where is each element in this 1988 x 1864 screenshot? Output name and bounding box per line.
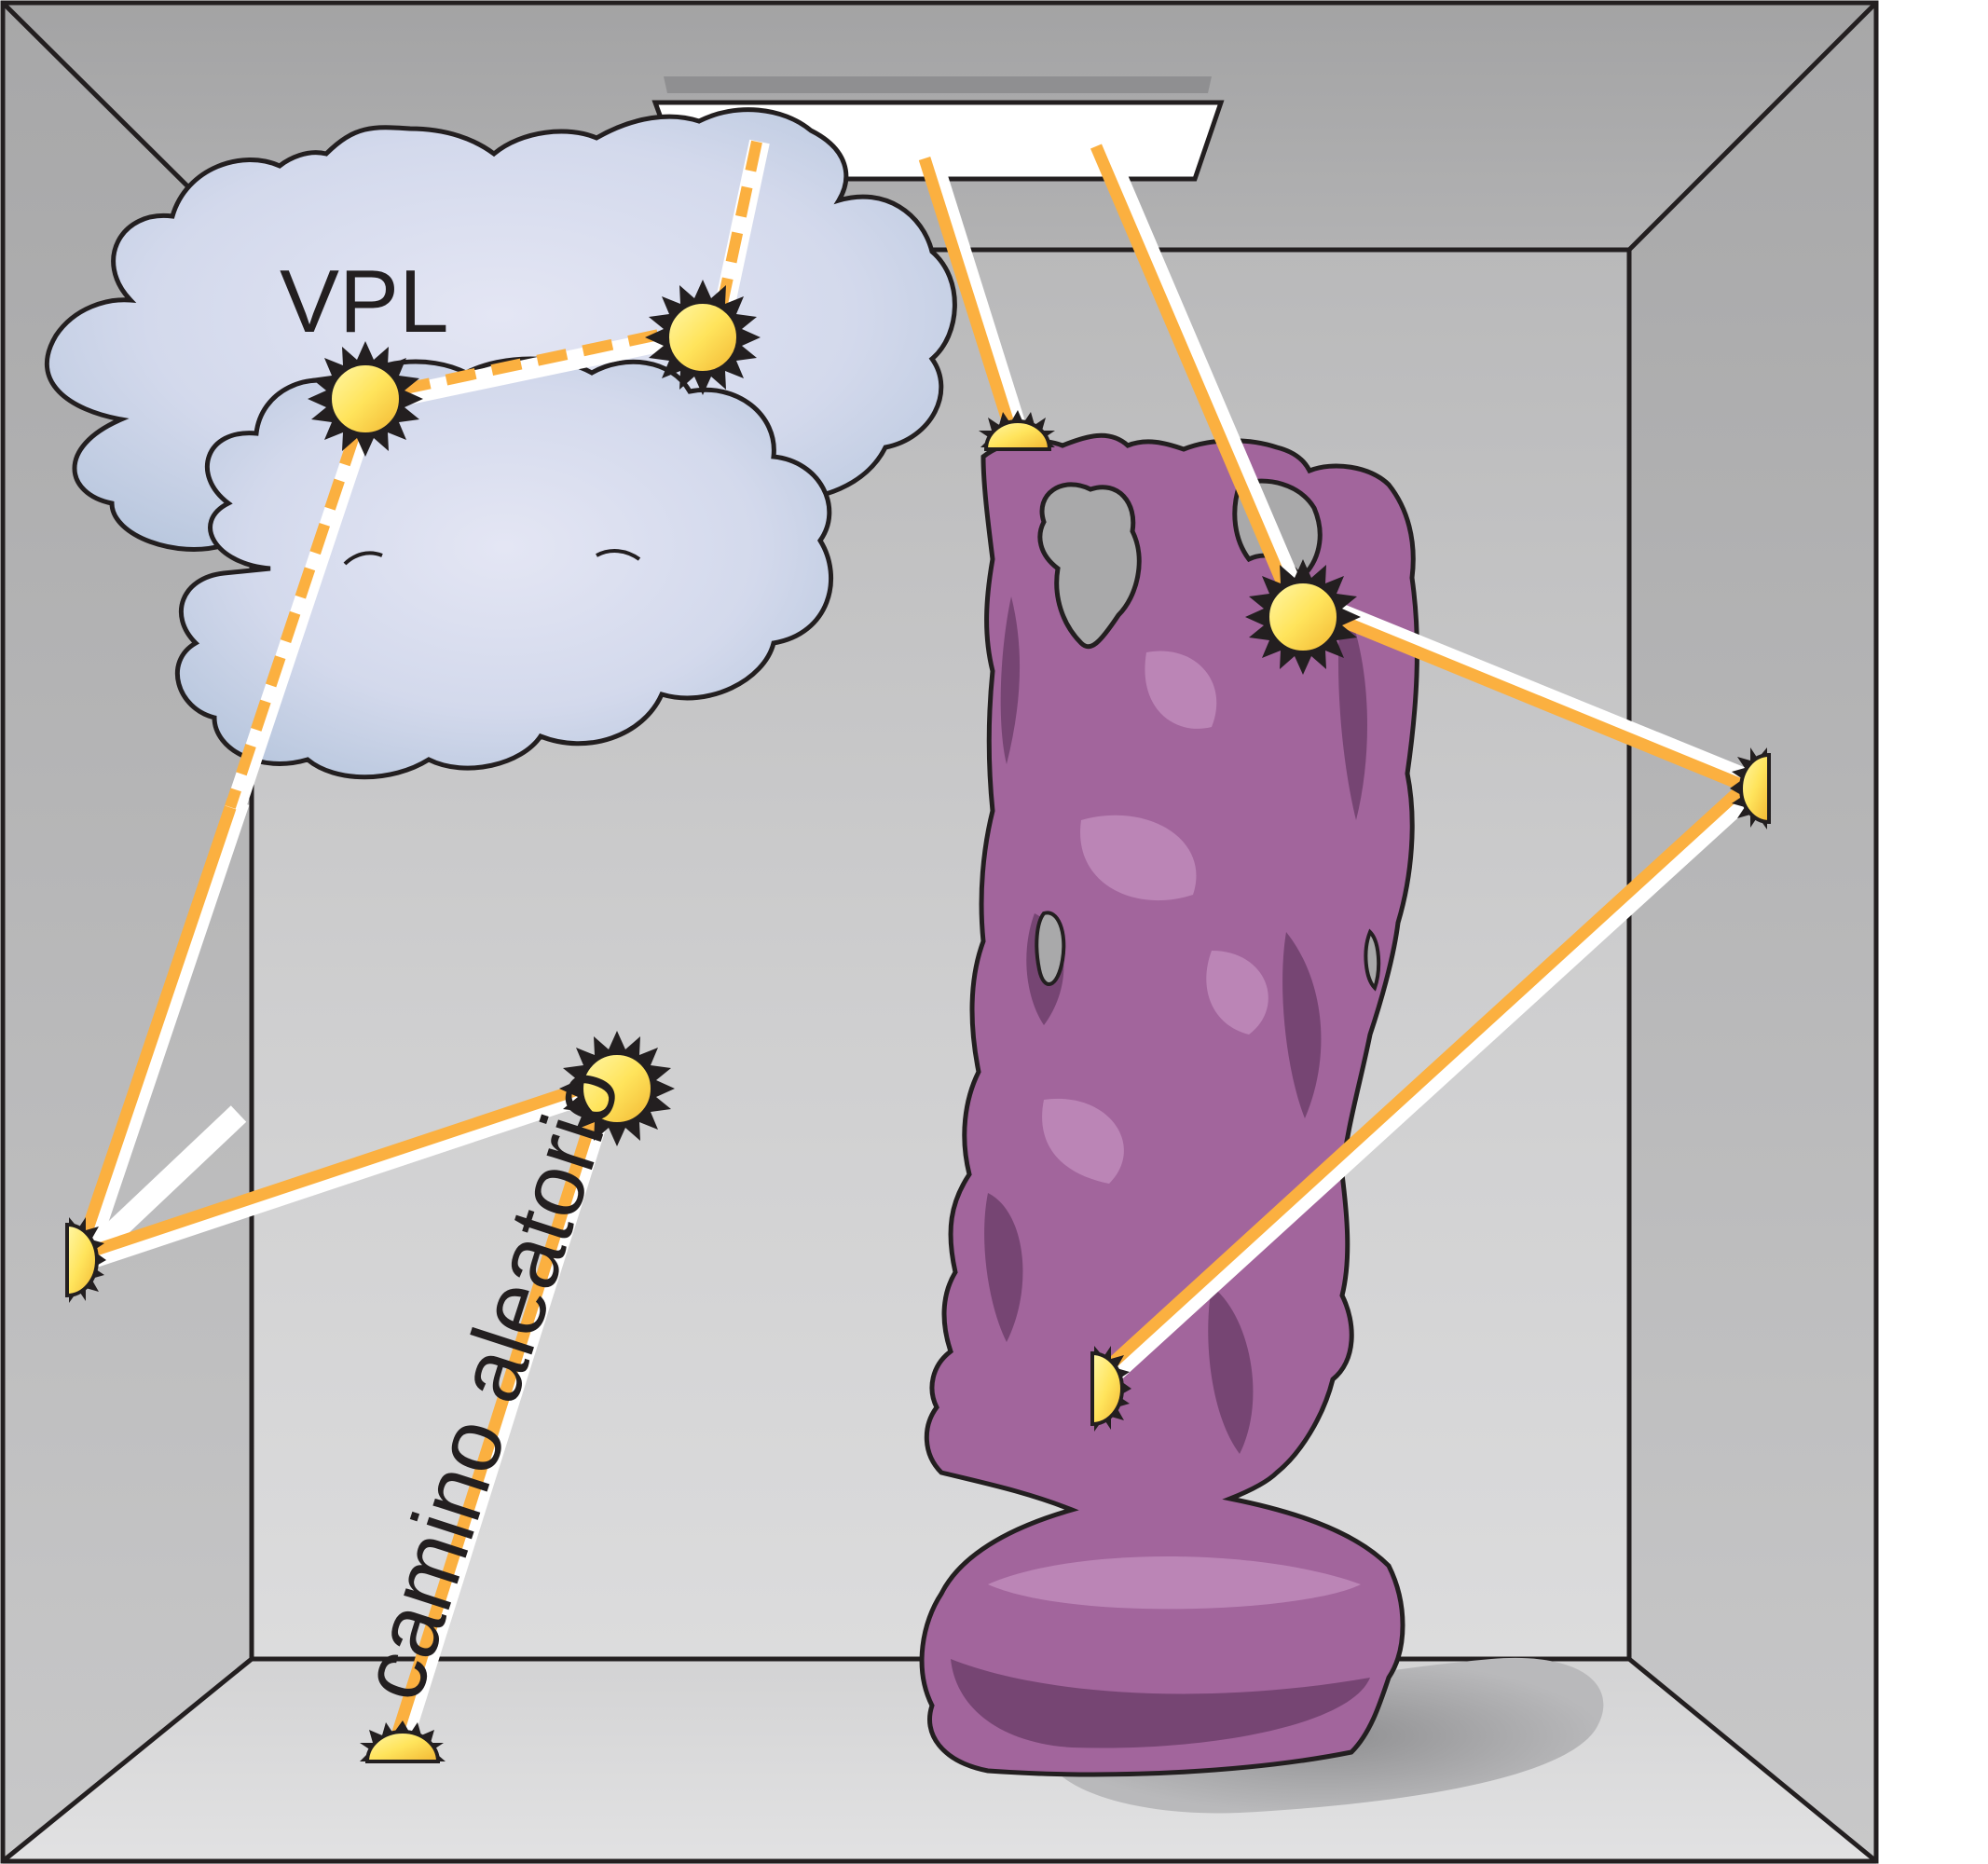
light-paths [72, 139, 1766, 1741]
surface-hits [65, 410, 1771, 1763]
vpl-points [308, 280, 1361, 1146]
right-wall [1629, 3, 1876, 1864]
ray-solid [72, 140, 1766, 1741]
half-sun-icon [360, 1720, 446, 1763]
sun-icon [308, 341, 423, 457]
half-sun-icon [1090, 1346, 1131, 1432]
vpl-label: VPL [280, 252, 448, 351]
sun-icon [559, 1031, 675, 1146]
sun-icon [1245, 559, 1361, 675]
half-sun-icon [979, 410, 1055, 451]
half-sun-icon [1730, 747, 1771, 829]
buddha-statue [919, 432, 1419, 1777]
half-sun-icon [65, 1217, 106, 1303]
sun-icon [645, 280, 761, 395]
